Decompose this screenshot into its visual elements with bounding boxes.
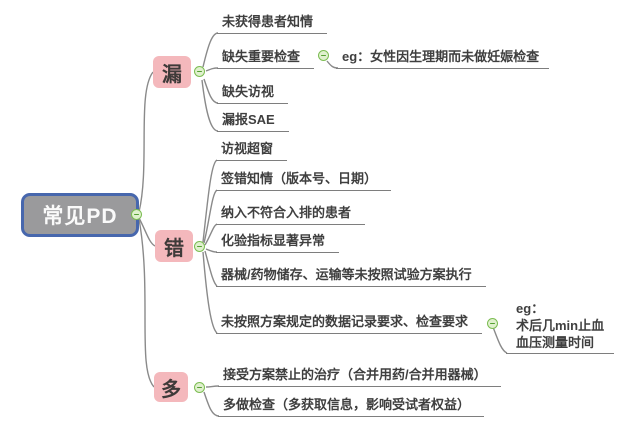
collapse-minus-button[interactable] <box>194 382 205 393</box>
example-note[interactable]: eg： 术后几min止血 血压测量时间 <box>506 300 615 354</box>
note-line: eg： <box>516 301 545 316</box>
minus-icon <box>197 70 202 73</box>
note-line: 血压测量时间 <box>516 335 595 350</box>
connector-line <box>202 32 219 68</box>
connector-line <box>202 251 218 334</box>
connector-line <box>203 391 220 417</box>
branch-topic-error[interactable]: 错 <box>155 230 193 262</box>
minus-icon <box>197 245 202 248</box>
leaf-topic[interactable]: 未获得患者知情 <box>217 12 328 34</box>
leaf-topic[interactable]: 缺失重要检查 <box>217 47 315 69</box>
collapse-minus-button[interactable] <box>194 66 205 77</box>
branch-topic-extra[interactable]: 多 <box>154 372 188 402</box>
connector-line <box>138 71 154 213</box>
root-topic[interactable]: 常见PD <box>21 193 139 237</box>
minus-icon <box>197 386 202 389</box>
leaf-topic[interactable]: 未按照方案规定的数据记录要求、检查要求 <box>216 312 483 334</box>
minus-icon <box>490 322 495 325</box>
leaf-topic[interactable]: 纳入不符合入排的患者 <box>216 203 366 225</box>
collapse-minus-button[interactable] <box>318 50 329 61</box>
branch-topic-omission[interactable]: 漏 <box>153 56 191 88</box>
example-note[interactable]: eg：女性因生理期而未做妊娠检查 <box>336 47 550 69</box>
collapse-minus-button[interactable] <box>194 241 205 252</box>
leaf-topic[interactable]: 接受方案禁止的治疗（合并用药/合并用器械） <box>218 365 501 387</box>
leaf-topic[interactable]: 多做检查（多获取信息，影响受试者权益） <box>218 395 485 417</box>
connector-line <box>138 217 156 247</box>
leaf-topic[interactable]: 缺失访视 <box>217 82 289 104</box>
connector-line <box>138 218 155 388</box>
leaf-topic[interactable]: 访视超窗 <box>216 139 288 161</box>
connector-line <box>492 326 508 354</box>
minus-icon <box>134 213 139 216</box>
leaf-topic[interactable]: 漏报SAE <box>217 110 289 132</box>
leaf-topic[interactable]: 化验指标显著异常 <box>216 231 340 253</box>
connector-line <box>203 78 219 104</box>
collapse-minus-button[interactable] <box>487 318 498 329</box>
leaf-topic[interactable]: 器械/药物储存、运输等未按照试验方案执行 <box>216 265 486 287</box>
note-line: 术后几min止血 <box>516 318 605 333</box>
connector-line <box>202 159 218 243</box>
collapse-minus-button[interactable] <box>131 209 142 220</box>
minus-icon <box>321 54 326 57</box>
leaf-topic[interactable]: 签错知情（版本号、日期） <box>216 169 392 191</box>
connector-line <box>201 79 219 132</box>
